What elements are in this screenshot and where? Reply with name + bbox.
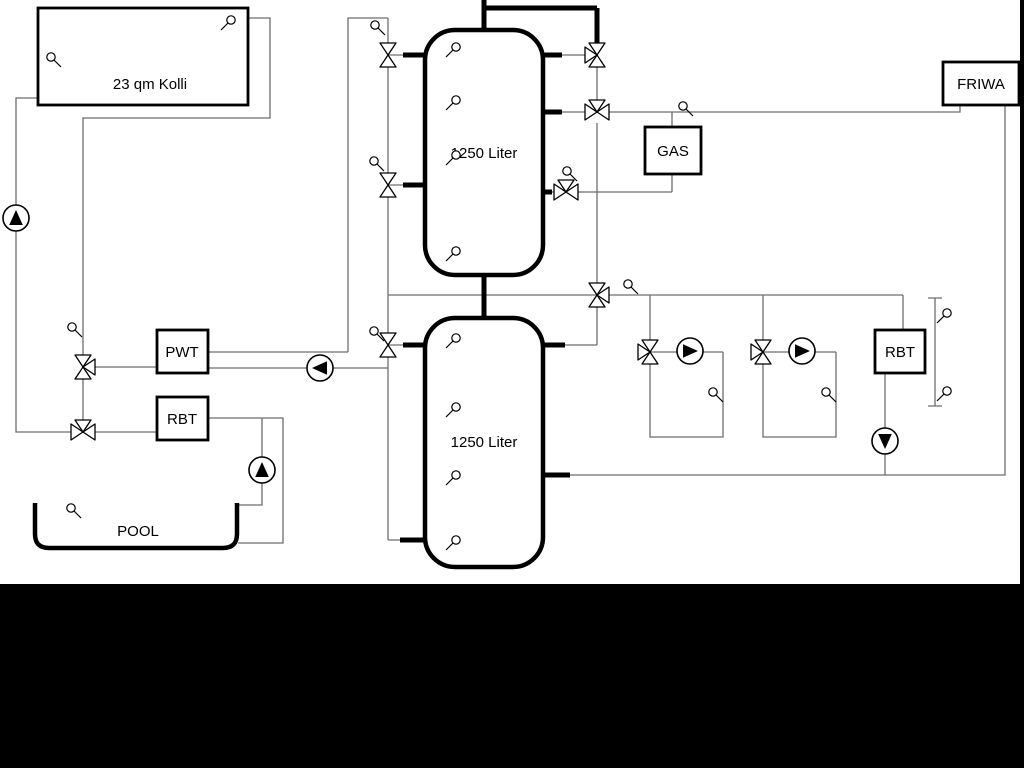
tank-bottom-label: 1250 Liter: [451, 434, 518, 451]
pump-pwt-icon: [306, 354, 334, 382]
pipes-thin: [15, 17, 1006, 544]
pump-circuit1-icon: [676, 337, 704, 365]
tank-top-label: 1250 Liter: [451, 145, 518, 162]
tank-stubs-right: [543, 52, 570, 478]
heat-exchanger-pwt: PWT: [155, 328, 210, 375]
pipe-rbt-right-bypass: [928, 297, 942, 407]
pipe-left-riser: [347, 17, 388, 352]
pool-shape: [32, 503, 240, 551]
tank-stubs-left: [400, 52, 426, 543]
pipe-pool-pump-line: [238, 418, 263, 506]
boiler-rbt-left: RBT: [155, 395, 210, 442]
pipe-heating-circuit-1: [649, 295, 724, 438]
rbt-right-box: [873, 328, 927, 375]
pipe-rbt-to-pool: [208, 417, 284, 544]
rbt-left-box: [155, 395, 210, 442]
buffer-tank-top: 1250 Liter: [422, 27, 546, 278]
solar-collector: 23 qm Kolli: [36, 6, 250, 107]
tank-top-body: [422, 27, 546, 278]
pump-circuit2-icon: [788, 337, 816, 365]
pipe-heating-circuit-2: [762, 295, 837, 438]
pipe-cold-water: [570, 105, 1006, 476]
gas-box: [643, 125, 703, 176]
pwt-box: [155, 328, 210, 375]
letterbox-bottom: [0, 584, 1024, 768]
collector-label: 23 qm Kolli: [113, 76, 187, 93]
pwt-label: PWT: [165, 344, 198, 361]
boiler-rbt-right: RBT: [873, 328, 927, 375]
friwa-station: FRIWA: [941, 60, 1021, 107]
pump-pool-icon: [248, 456, 276, 484]
tank-bottom-body: [422, 315, 546, 570]
rbt-left-label: RBT: [167, 411, 197, 428]
pipe-to-friwa: [608, 105, 961, 113]
collector-box: [36, 6, 250, 107]
letterbox-right: [1020, 0, 1024, 584]
pipe-collector-return: [15, 97, 71, 433]
pipes-thick: [400, 0, 600, 543]
friwa-label: FRIWA: [957, 76, 1005, 93]
pump-rbt-right-icon: [871, 427, 899, 455]
pool-basin: POOL: [32, 503, 240, 551]
pipe-tank-left-ports: [388, 54, 403, 541]
pool-label: POOL: [117, 523, 159, 540]
pipe-collector-supply: [82, 17, 271, 356]
rbt-right-label: RBT: [885, 344, 915, 361]
gas-boiler: GAS: [643, 125, 703, 176]
buffer-tank-bottom: 1250 Liter: [422, 315, 546, 570]
gas-label: GAS: [657, 143, 689, 160]
friwa-box: [941, 60, 1021, 107]
pump-solar-icon: [2, 204, 30, 232]
